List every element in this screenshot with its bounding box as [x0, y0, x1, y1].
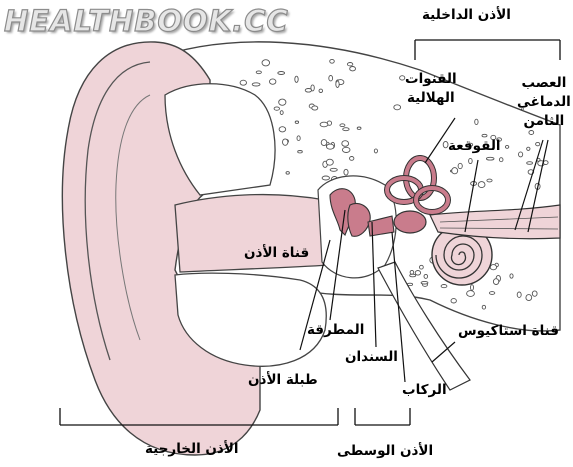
label-malleus: المطرقة	[307, 321, 364, 340]
label-stapes: الركاب	[402, 381, 447, 400]
bone-pore	[526, 295, 532, 301]
label-incus: السندان	[345, 348, 398, 367]
label-eardrum: طبلة الأذن	[248, 371, 318, 390]
bone-pore	[527, 147, 530, 150]
bone-pore	[486, 157, 494, 160]
bone-pore	[321, 140, 327, 146]
bone-pore	[342, 147, 350, 152]
bone-pore	[527, 162, 533, 165]
bone-pore	[505, 145, 508, 148]
bone-pore	[280, 111, 283, 115]
bone-pore	[240, 80, 246, 85]
bone-pore	[305, 89, 311, 93]
bone-pore	[489, 292, 494, 295]
bone-pore	[344, 169, 348, 175]
bone-pore	[320, 122, 328, 127]
label-inner-ear: الأذن الداخلية	[422, 6, 511, 25]
bone-pore	[330, 168, 337, 171]
bone-pore	[517, 292, 521, 297]
bone-pore	[278, 72, 285, 75]
label-eustachian-tube: قناة استاكيوس	[458, 322, 559, 341]
bone-pore	[350, 67, 356, 71]
bone-pore	[347, 62, 352, 65]
bone-pore	[343, 128, 349, 131]
bone-pore	[252, 83, 260, 86]
bone-pore	[350, 157, 354, 161]
bone-pore	[469, 158, 473, 163]
bone-pore	[336, 81, 339, 87]
bone-pore	[274, 107, 279, 110]
bone-pore	[374, 149, 377, 153]
bone-pore	[322, 176, 329, 180]
bone-pore	[340, 124, 345, 127]
bone-pore	[471, 285, 474, 291]
bone-pore	[532, 291, 537, 296]
bone-pore	[421, 281, 428, 284]
bone-pore	[262, 60, 270, 66]
bone-pore	[286, 172, 289, 175]
label-cochlea: القوقعة	[448, 137, 501, 156]
bone-pore	[467, 291, 475, 297]
bone-pore	[279, 127, 286, 132]
bone-pore	[279, 99, 286, 105]
watermark-logo: HEALTHBOOK.CC	[4, 4, 289, 38]
bone-pore	[536, 142, 540, 145]
bone-pore	[270, 79, 276, 84]
label-ear-canal: قناة الأذن	[244, 244, 309, 263]
bone-pore	[451, 299, 456, 303]
bone-pore	[410, 270, 414, 274]
bone-pore	[326, 159, 333, 165]
bone-pore	[499, 158, 503, 162]
bone-pore	[487, 179, 492, 182]
bone-pore	[458, 163, 462, 168]
bone-pore	[424, 274, 428, 278]
bone-pore	[493, 279, 498, 285]
bone-pore	[529, 131, 534, 135]
bone-pore	[256, 71, 261, 74]
bone-pore	[452, 168, 458, 174]
bone-pore	[283, 139, 288, 145]
bone-pore	[475, 119, 478, 124]
bone-pore	[482, 305, 485, 309]
bone-pore	[295, 121, 298, 123]
bone-pore	[297, 136, 300, 141]
label-semicircular-canals: القنوات الهلالية	[405, 70, 457, 108]
bone-pore	[441, 285, 447, 288]
bone-pore	[329, 76, 333, 81]
bone-pore	[330, 59, 335, 63]
bone-pore	[410, 274, 416, 277]
bone-pore	[312, 106, 318, 110]
bone-pore	[327, 144, 334, 149]
bone-pore	[295, 76, 298, 82]
vestibule-shape	[394, 211, 426, 233]
bone-pore	[394, 105, 401, 110]
bone-pore	[519, 152, 523, 157]
label-vestibulocochlear-nerve: العصب الدماغي الثامن	[517, 74, 571, 131]
label-middle-ear: الأذن الوسطى	[337, 442, 433, 461]
bone-pore	[544, 161, 549, 165]
bone-pore	[298, 151, 303, 153]
bone-pore	[490, 265, 496, 270]
bone-pore	[510, 274, 513, 278]
bone-pore	[415, 271, 420, 276]
bone-pore	[357, 127, 361, 129]
bone-pore	[420, 265, 424, 269]
bone-pore	[319, 89, 323, 92]
bone-pore	[478, 182, 485, 188]
label-outer-ear: الأذن الخارجية	[145, 440, 239, 459]
bone-pore	[342, 141, 349, 147]
